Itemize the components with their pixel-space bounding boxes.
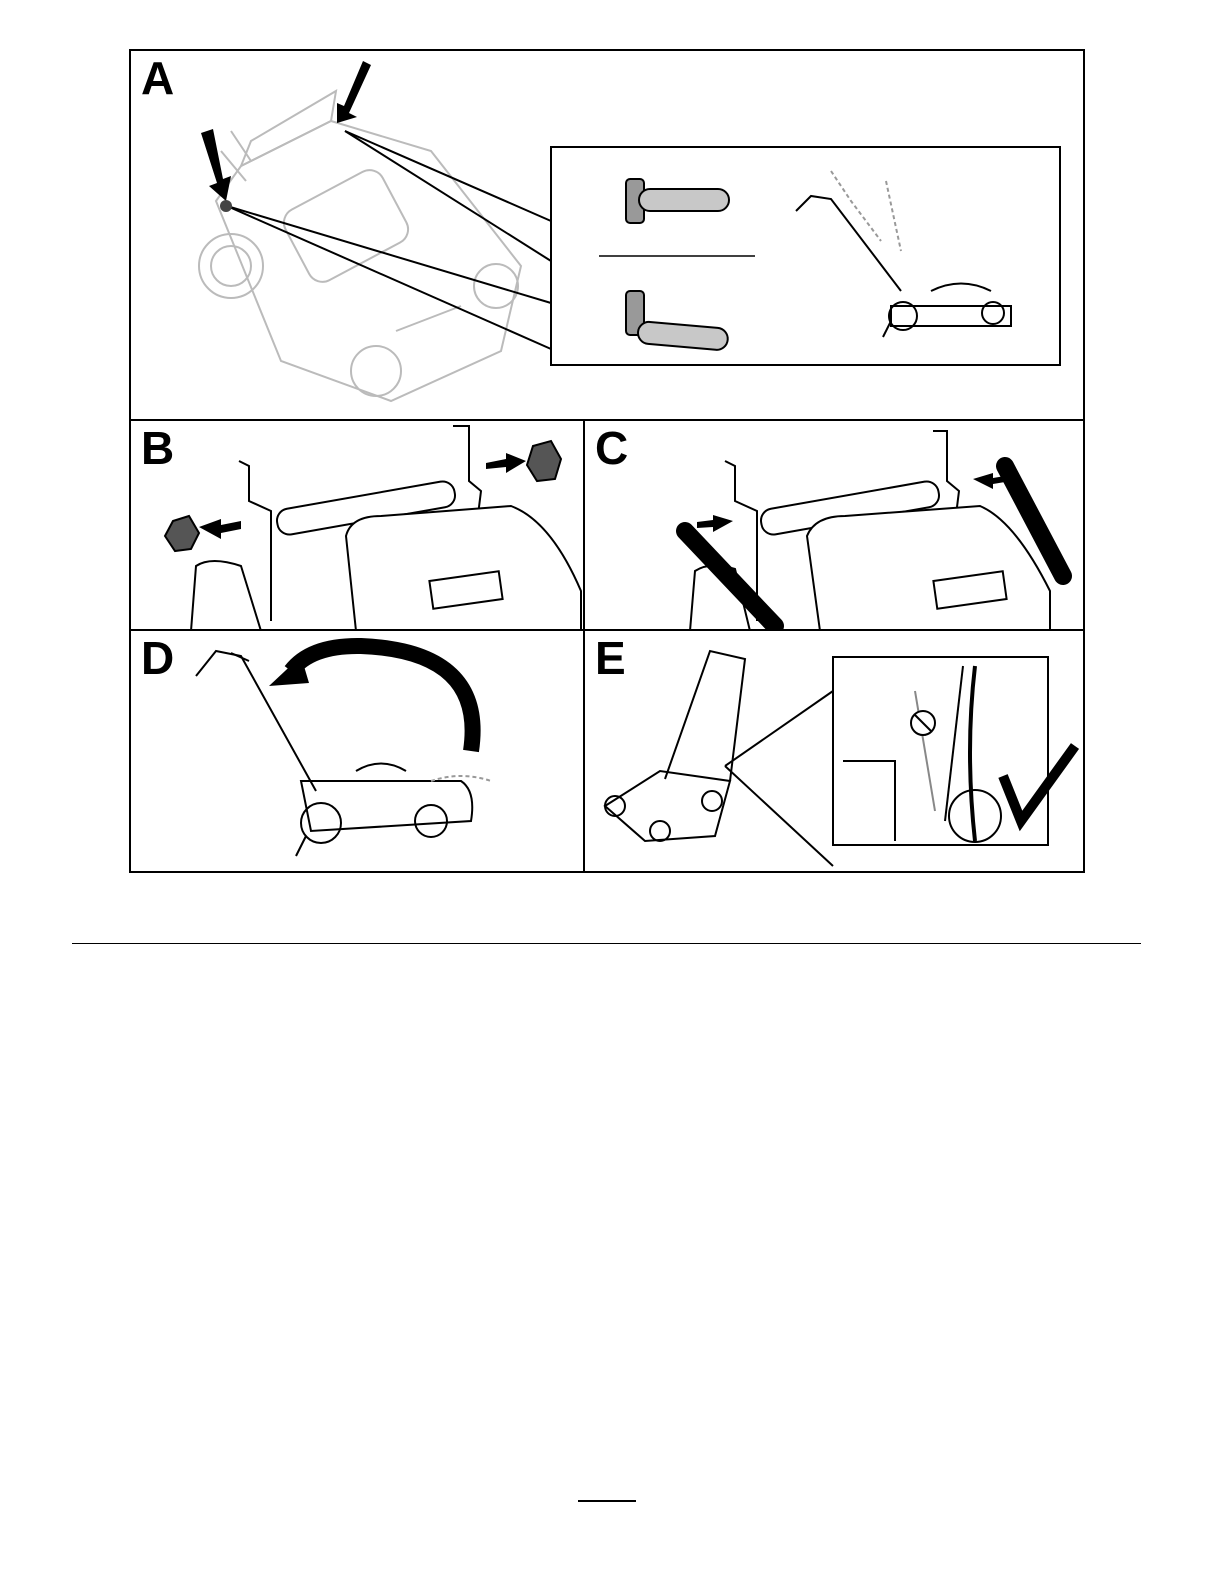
- arrow-right-icon: [486, 453, 526, 473]
- wheel: [650, 821, 670, 841]
- right-knob-icon: [527, 441, 561, 481]
- panel-b-illustration: [131, 421, 585, 631]
- arrow-down-icon: [337, 61, 371, 123]
- callout-lines: [227, 131, 551, 349]
- front-wheel: [415, 805, 447, 837]
- prohibited-icon: [911, 711, 935, 735]
- left-handle-bar: [685, 531, 775, 626]
- panel-a-illustration: [131, 51, 1083, 421]
- mower-deck: [605, 771, 730, 841]
- panel-c-illustration: [585, 421, 1083, 631]
- battery-housing: [346, 506, 581, 631]
- panel-c: C: [585, 421, 1083, 631]
- page-divider: [72, 943, 1141, 944]
- wheel: [702, 791, 722, 811]
- pivot-knob-icon: [220, 200, 232, 212]
- callout-line: [725, 691, 833, 766]
- leader-line: [296, 836, 306, 856]
- panel-d-illustration: [131, 631, 585, 871]
- page-number-rule: [578, 1500, 636, 1502]
- assembly-figure: A: [129, 49, 1085, 873]
- left-knob-icon: [165, 516, 199, 551]
- rear-wheel: [301, 803, 341, 843]
- grass-bag: [356, 764, 406, 772]
- callout-line: [725, 766, 833, 866]
- left-handle-bracket: [239, 461, 271, 621]
- handle-lever: [231, 653, 249, 661]
- rear-wheel: [191, 561, 261, 631]
- panel-d: D: [131, 631, 585, 871]
- panel-b: B: [131, 421, 585, 631]
- panel-e: E: [585, 631, 1083, 871]
- rotate-arrow-icon: [291, 646, 473, 751]
- arrow-left-icon: [199, 519, 241, 539]
- panel-e-illustration: [585, 631, 1083, 871]
- panel-a: A: [131, 51, 1083, 421]
- battery-housing: [807, 506, 1050, 631]
- arrow-down-icon: [201, 129, 231, 201]
- arrow-right-icon: [697, 515, 733, 532]
